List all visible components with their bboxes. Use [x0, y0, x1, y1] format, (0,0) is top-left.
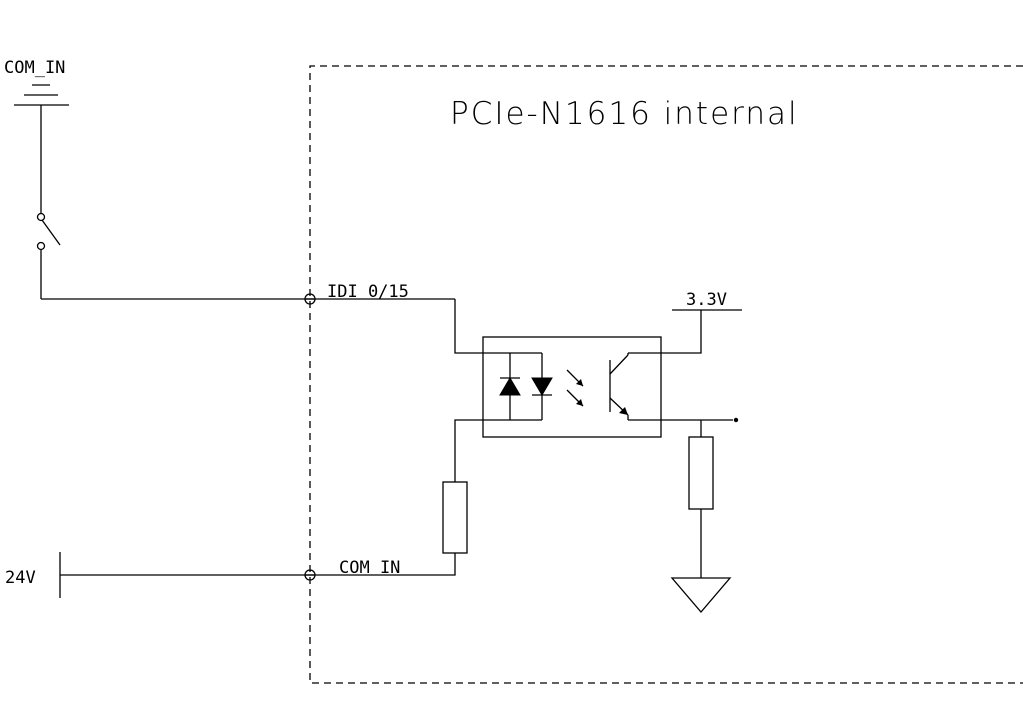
- com-in-supply-symbol: COM_IN: [4, 58, 69, 106]
- ground-symbol: [670, 577, 732, 614]
- com-in-terminal: [304, 569, 316, 581]
- idi-to-opto-wire: [454, 299, 510, 354]
- v33-label: 3.3V: [686, 290, 727, 310]
- com-in-top-label: COM_IN: [4, 58, 65, 78]
- v24-label: 24V: [5, 568, 36, 588]
- light-emission-arrows: [566, 369, 584, 407]
- opto-return-wire: [454, 419, 510, 482]
- collector-wire: [628, 310, 702, 354]
- phototransistor: [609, 353, 629, 420]
- board-title: PCIe-N1616 internal: [450, 96, 799, 132]
- idi-label: IDI 0/15: [327, 282, 409, 302]
- anti-parallel-diodes: [499, 352, 553, 421]
- output-terminal: [733, 417, 739, 423]
- switch-symbol: [36, 212, 61, 251]
- input-resistor: [442, 481, 468, 554]
- idi-terminal: [304, 293, 316, 305]
- com-in-mid-label: COM IN: [339, 558, 400, 578]
- board-boundary: [309, 65, 1023, 684]
- com-in-return-wire: [60, 553, 456, 576]
- optocoupler-body: [482, 336, 662, 438]
- pulldown-resistor: [688, 436, 714, 510]
